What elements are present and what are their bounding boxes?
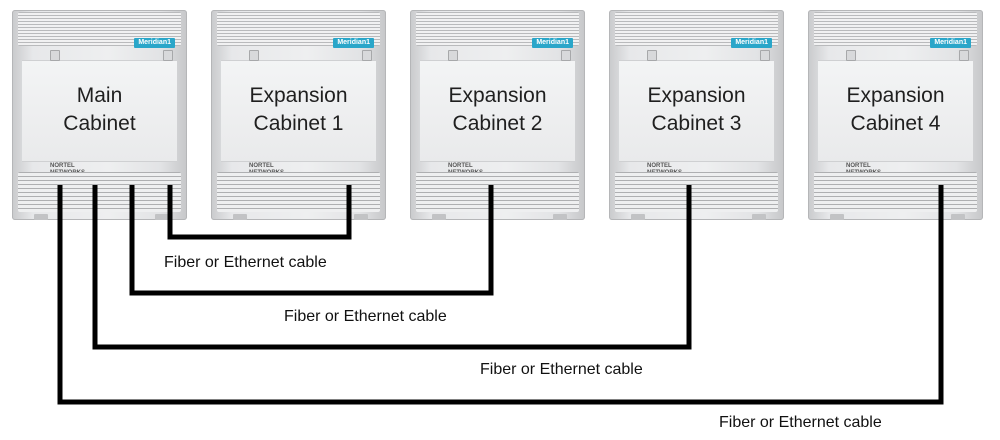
front-panel (818, 60, 973, 162)
cabinet-foot (752, 214, 766, 220)
cable-label-3: Fiber or Ethernet cable (480, 361, 643, 378)
cable-1 (167, 185, 352, 240)
latch-icon (163, 50, 173, 61)
meridian-badge: Meridian1 (930, 38, 971, 48)
cabinet-foot (830, 214, 844, 220)
cabinet-label: Expansion Cabinet 4 (846, 84, 945, 135)
cabinet-foot (553, 214, 567, 220)
meridian-badge: Meridian1 (731, 38, 772, 48)
cabinet-label: Expansion Cabinet 2 (448, 84, 547, 135)
bottom-vent (615, 172, 778, 212)
meridian-badge: Meridian1 (333, 38, 374, 48)
cable-2 (129, 185, 494, 296)
expansion-cabinet-3: Meridian1 Expansion Cabinet 3 NORTEL NET… (609, 10, 784, 220)
cabinet-foot (34, 214, 48, 220)
bottom-vent (18, 172, 181, 212)
cabinet-label: Main Cabinet (63, 84, 136, 135)
front-panel (420, 60, 575, 162)
latch-icon (362, 50, 372, 61)
meridian-badge: Meridian1 (532, 38, 573, 48)
cable-3 (92, 185, 692, 350)
bottom-vent (814, 172, 977, 212)
bottom-vent (217, 172, 380, 212)
cable-label-1: Fiber or Ethernet cable (164, 254, 327, 271)
expansion-cabinet-2: Meridian1 Expansion Cabinet 2 NORTEL NET… (410, 10, 585, 220)
latch-icon (561, 50, 571, 61)
latch-icon (760, 50, 770, 61)
expansion-cabinet-1: Meridian1 Expansion Cabinet 1 NORTEL NET… (211, 10, 386, 220)
cabinet-foot (951, 214, 965, 220)
cabinet-foot (155, 214, 169, 220)
latch-icon (448, 50, 458, 61)
cabinet-foot (432, 214, 446, 220)
front-panel (22, 60, 177, 162)
front-panel (619, 60, 774, 162)
cabinet-label: Expansion Cabinet 1 (249, 84, 348, 135)
latch-icon (50, 50, 60, 61)
cabinet-foot (354, 214, 368, 220)
cabinet-foot (631, 214, 645, 220)
latch-icon (959, 50, 969, 61)
front-panel (221, 60, 376, 162)
bottom-vent (416, 172, 579, 212)
main-cabinet: Meridian1 Main Cabinet NORTEL NETWORKS (12, 10, 187, 220)
cabinet-foot (233, 214, 247, 220)
cabinet-label: Expansion Cabinet 3 (647, 84, 746, 135)
cable-4 (57, 185, 944, 405)
expansion-cabinet-4: Meridian1 Expansion Cabinet 4 NORTEL NET… (808, 10, 983, 220)
cable-label-4: Fiber or Ethernet cable (719, 414, 882, 431)
latch-icon (846, 50, 856, 61)
latch-icon (249, 50, 259, 61)
cable-label-2: Fiber or Ethernet cable (284, 308, 447, 325)
meridian-badge: Meridian1 (134, 38, 175, 48)
latch-icon (647, 50, 657, 61)
